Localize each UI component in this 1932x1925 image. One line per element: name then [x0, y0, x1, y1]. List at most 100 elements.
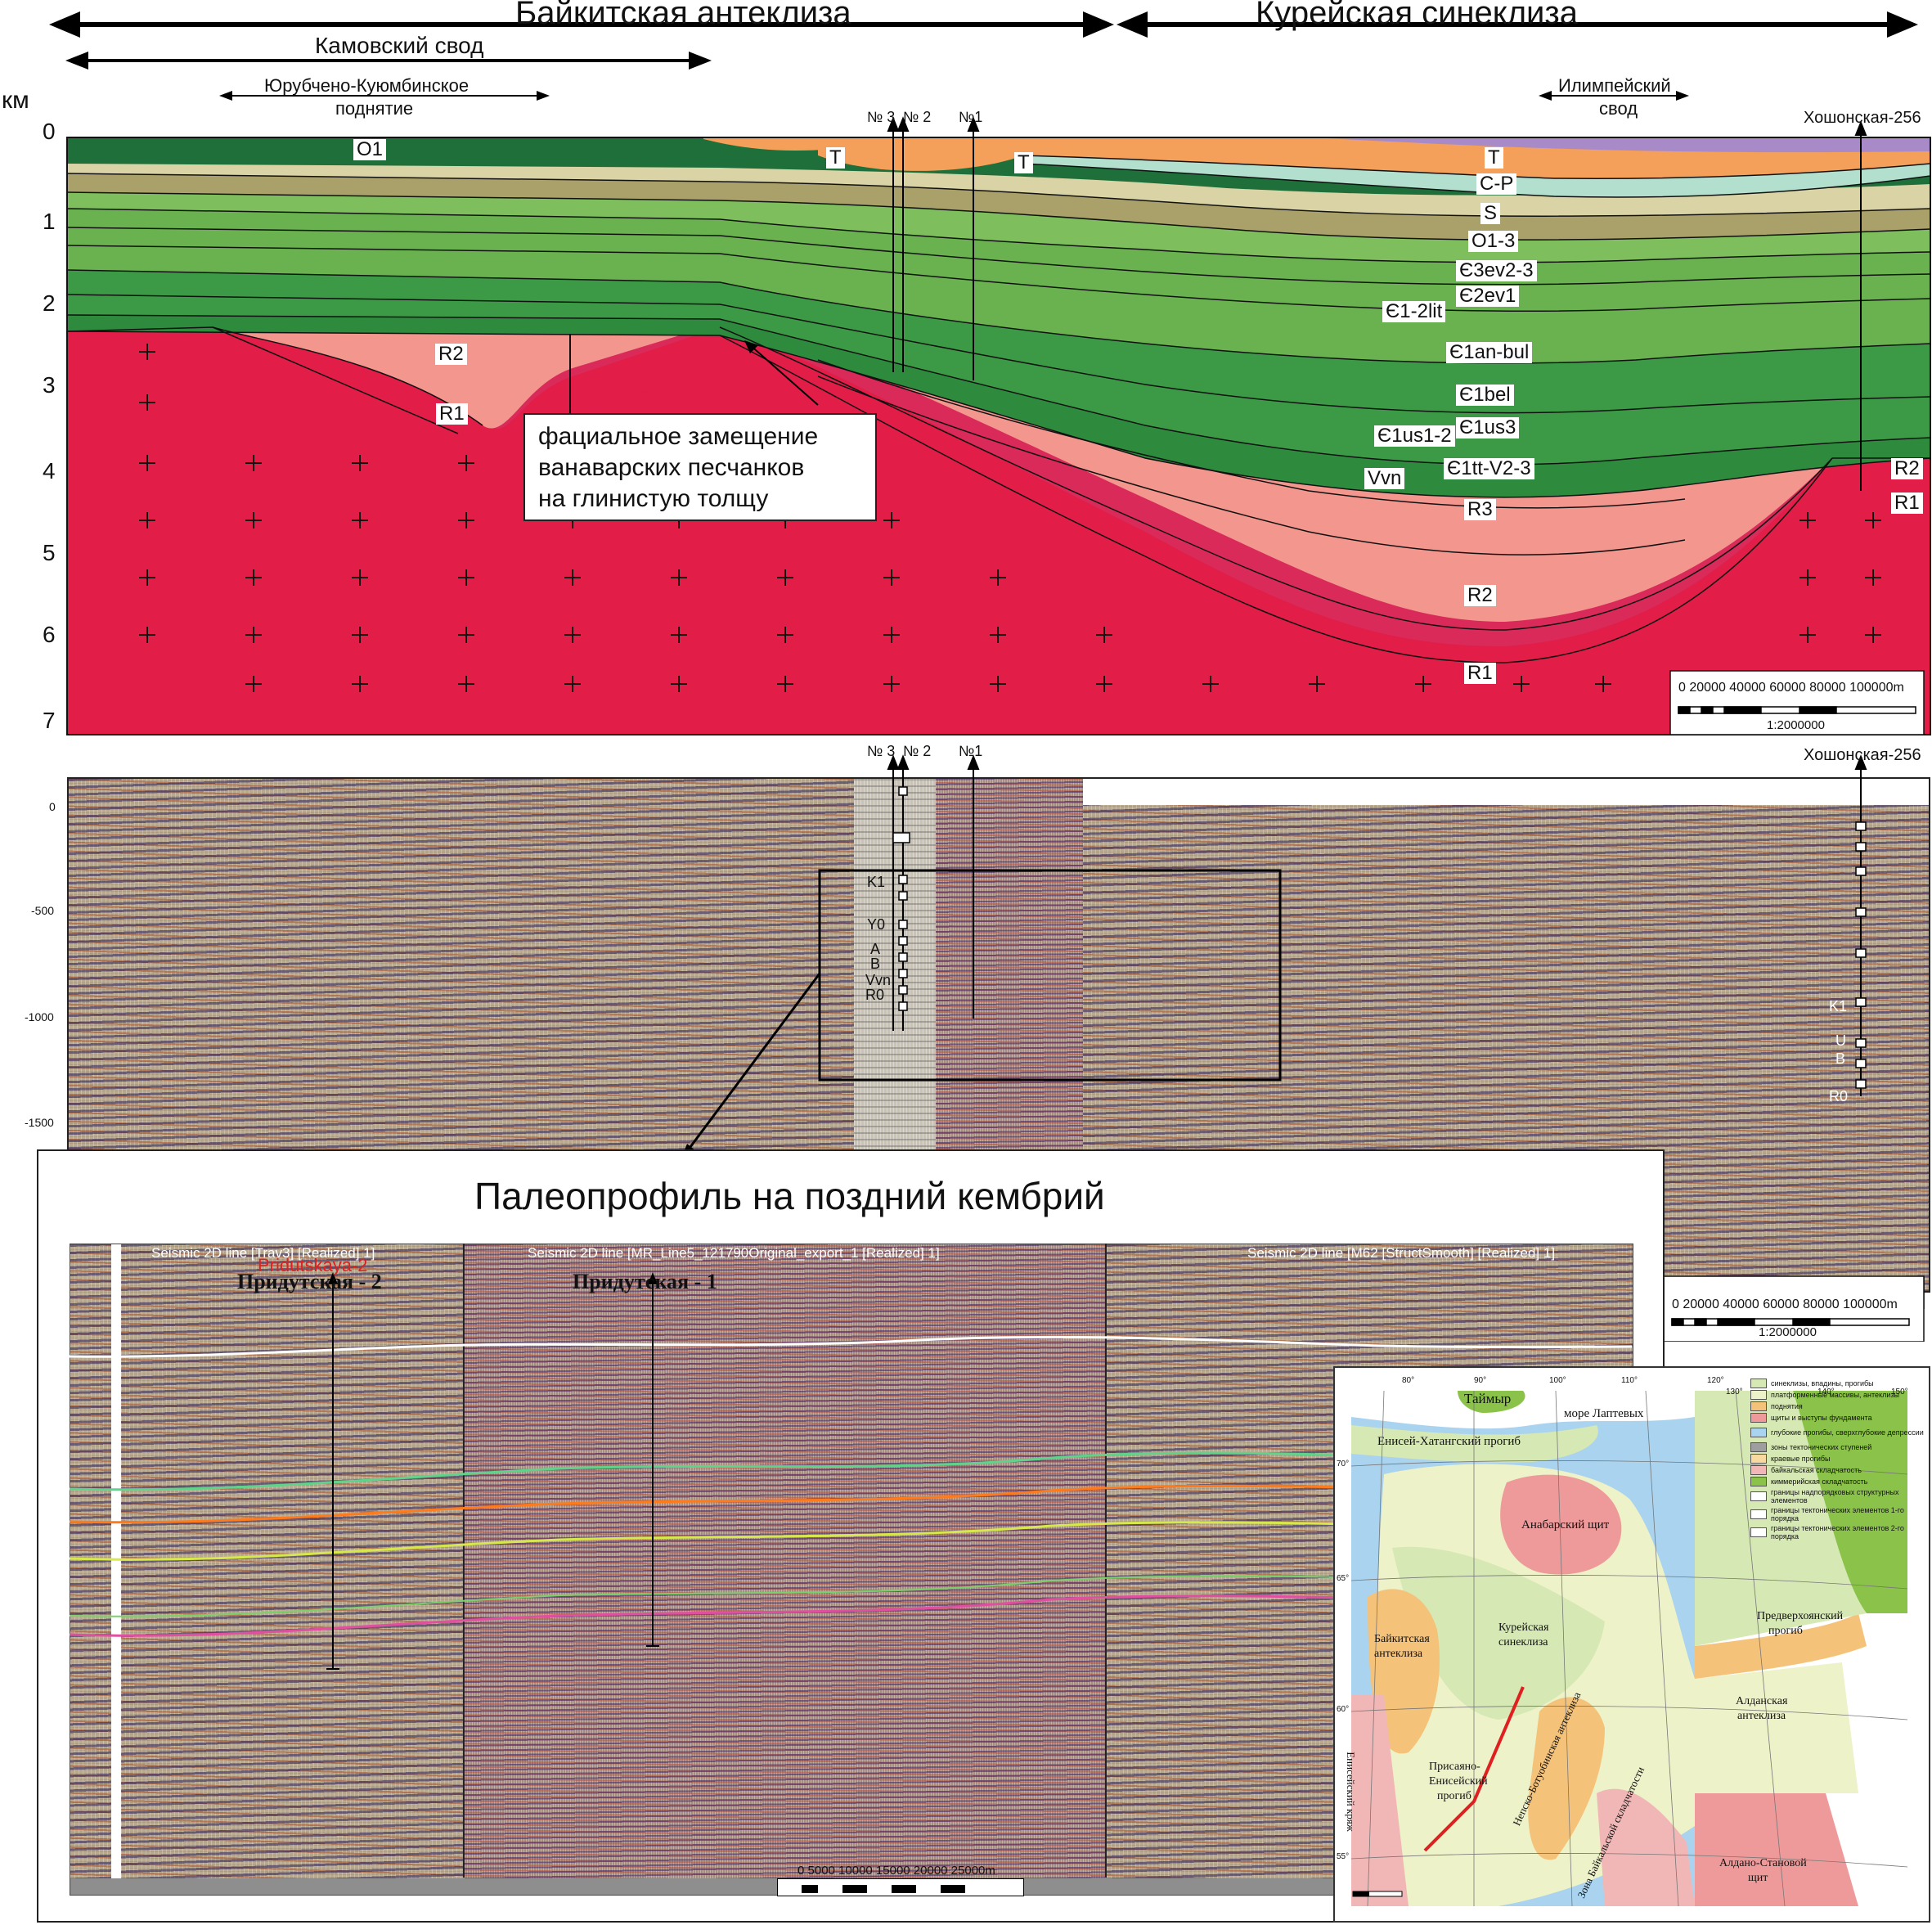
title-baikit-anteclise: Байкитская антеклиза	[515, 0, 851, 31]
seismic-time-1000: -1000	[25, 1010, 54, 1023]
legend-text-8: киммерийская складчатость	[1771, 1477, 1868, 1486]
facies-callout-line3: на глинистую толщу	[538, 485, 769, 512]
paleo-strip-left	[70, 1244, 111, 1895]
strat-e1tt: Є1tt-V2-3	[1444, 458, 1534, 479]
horizon-left-R0: R0	[865, 987, 885, 1003]
seismic-time-0: 0	[49, 800, 56, 813]
title-yurub-l1: Юрубчено-Куюмбинское	[264, 75, 470, 96]
map-lat-65: 65°	[1337, 1574, 1350, 1583]
map-lat-70: 70°	[1337, 1459, 1350, 1468]
legend-swatch-11	[1750, 1527, 1767, 1537]
tectonic-map-drawing	[1350, 1390, 1908, 1907]
strat-S: S	[1480, 203, 1501, 224]
strat-R2-left: R2	[435, 344, 467, 365]
map-kurei-l2: синеклиза	[1498, 1636, 1548, 1648]
map-aldan-stan-l2: щит	[1748, 1872, 1768, 1884]
strat-e1us3: Є1us3	[1456, 417, 1520, 439]
facies-callout: фациальное замещение ванаварских песчанк…	[523, 413, 877, 521]
legend-row-5: зоны тектонических ступеней	[1750, 1442, 1929, 1453]
horizon-left-A: A	[870, 941, 881, 957]
legend-text-7: байкальская складчатость	[1771, 1466, 1862, 1474]
well-label-1: №1	[959, 109, 983, 125]
map-enis-khat: Енисей-Хатангский прогиб	[1377, 1435, 1521, 1448]
strat-CP: C-P	[1476, 173, 1517, 195]
paleo-well-1-label: Придутская - 1	[573, 1270, 717, 1293]
legend-text-10: границы тектонических элементов 1-го пор…	[1771, 1506, 1904, 1522]
horizon-left-K1: K1	[867, 874, 886, 890]
paleo-well-2-label: Придутская - 2	[237, 1270, 382, 1293]
seismic-top-blank	[1083, 779, 1929, 805]
map-lon-130: 130°	[1726, 1388, 1743, 1397]
legend-swatch-1	[1750, 1390, 1767, 1400]
section-scale-ticks: 0 20000 40000 60000 80000 100000m	[1678, 681, 1904, 695]
map-aldan-stan-l1: Алдано-Становой	[1719, 1857, 1807, 1869]
seismic-well-2: № 2	[903, 743, 932, 759]
depth-tick-0: 0	[43, 119, 56, 144]
seismic-time-1500: -1500	[25, 1116, 54, 1129]
legend-row-11: границы тектонических элементов 2-го пор…	[1750, 1523, 1929, 1541]
map-lon-100: 100°	[1549, 1376, 1566, 1385]
paleo-scale-ticks: 0 5000 10000 15000 20000 25000m	[798, 1864, 995, 1878]
section-scale-ratio: 1:2000000	[1767, 718, 1825, 732]
map-lon-120: 120°	[1707, 1376, 1724, 1385]
depth-tick-5: 5	[43, 540, 56, 565]
title-yurub-l2: поднятие	[335, 98, 414, 119]
legend-swatch-3	[1750, 1413, 1767, 1423]
depth-tick-3: 3	[43, 372, 56, 398]
strat-e1anbul: Є1an-bul	[1446, 342, 1533, 363]
seismic-scale-ticks: 0 20000 40000 60000 80000 100000m	[1672, 1298, 1898, 1311]
legend-text-6: краевые прогибы	[1771, 1455, 1831, 1463]
facies-callout-line2: ванаварских песчанков	[538, 454, 805, 481]
legend-row-8: киммерийская складчатость	[1750, 1476, 1929, 1487]
legend-swatch-0	[1750, 1379, 1767, 1388]
strat-R2-center: R2	[1464, 585, 1496, 606]
paleoprofile-title: Палеопрофиль на поздний кембрий	[474, 1175, 1105, 1217]
legend-row-7: байкальская складчатость	[1750, 1464, 1929, 1476]
title-ilimp-l1: Илимпейский	[1558, 75, 1671, 96]
legend-text-9: границы надпорядковых структурных элемен…	[1771, 1488, 1899, 1504]
map-prisayan-l3: прогиб	[1437, 1790, 1471, 1802]
legend-swatch-5	[1750, 1442, 1767, 1452]
paleo-scale-marks	[802, 1885, 965, 1893]
legend-row-2: поднятия	[1750, 1401, 1929, 1412]
seismic-well-3: № 3	[867, 743, 896, 759]
strat-O1: O1	[353, 139, 387, 160]
strat-T-a: T	[826, 147, 845, 169]
strat-R1-center: R1	[1464, 663, 1496, 684]
legend-text-4: глубокие прогибы, сверхглубокие депресси…	[1771, 1428, 1924, 1437]
depth-tick-4: 4	[43, 458, 56, 483]
depth-tick-1: 1	[43, 209, 56, 234]
map-lon-150: 150°	[1891, 1388, 1908, 1397]
depth-unit-label: км	[2, 87, 29, 114]
depth-tick-7: 7	[43, 708, 56, 733]
legend-text-11: границы тектонических элементов 2-го пор…	[1771, 1524, 1904, 1540]
seismic-well-1: №1	[959, 743, 983, 759]
map-aldan-l2: антеклиза	[1737, 1710, 1786, 1722]
legend-swatch-8	[1750, 1477, 1767, 1486]
map-taimyr: Таймыр	[1464, 1391, 1512, 1406]
map-enis-kryazh: Енисейский кряж	[1344, 1752, 1357, 1832]
map-lon-90: 90°	[1474, 1376, 1487, 1385]
legend-swatch-2	[1750, 1401, 1767, 1411]
map-laptev: море Лаптевых	[1564, 1407, 1644, 1420]
paleo-line-label-a: Seismic 2D line [Trav3] [Realized] 1]	[151, 1245, 375, 1261]
seismic-scale-bar	[1662, 1276, 1925, 1342]
title-kurei-syneclise: Курейская синеклиза	[1256, 0, 1578, 31]
seismic-scale-ratio: 1:2000000	[1759, 1325, 1817, 1339]
legend-text-1: платформенные массивы, антеклизы	[1771, 1391, 1899, 1399]
legend-swatch-4	[1750, 1428, 1767, 1437]
well-label-2: № 2	[903, 109, 932, 125]
paleo-red-well-label: Pridutskaya-2	[258, 1255, 368, 1275]
map-lon-80: 80°	[1402, 1376, 1415, 1385]
map-prisayan-l1: Присаяно-	[1429, 1761, 1480, 1773]
paleo-white-strip	[111, 1244, 121, 1895]
paleo-line-label-c: Seismic 2D line [M62 [StructSmooth] [Rea…	[1247, 1245, 1556, 1261]
strat-T-c: T	[1485, 147, 1503, 169]
legend-text-0: синеклизы, впадины, прогибы	[1771, 1379, 1874, 1388]
legend-text-2: поднятия	[1771, 1402, 1803, 1410]
header-arrows	[49, 11, 1918, 101]
map-lon-110: 110°	[1621, 1376, 1638, 1385]
legend-text-5: зоны тектонических ступеней	[1771, 1443, 1872, 1451]
strat-R1-left: R1	[436, 403, 468, 425]
legend-swatch-6	[1750, 1454, 1767, 1464]
